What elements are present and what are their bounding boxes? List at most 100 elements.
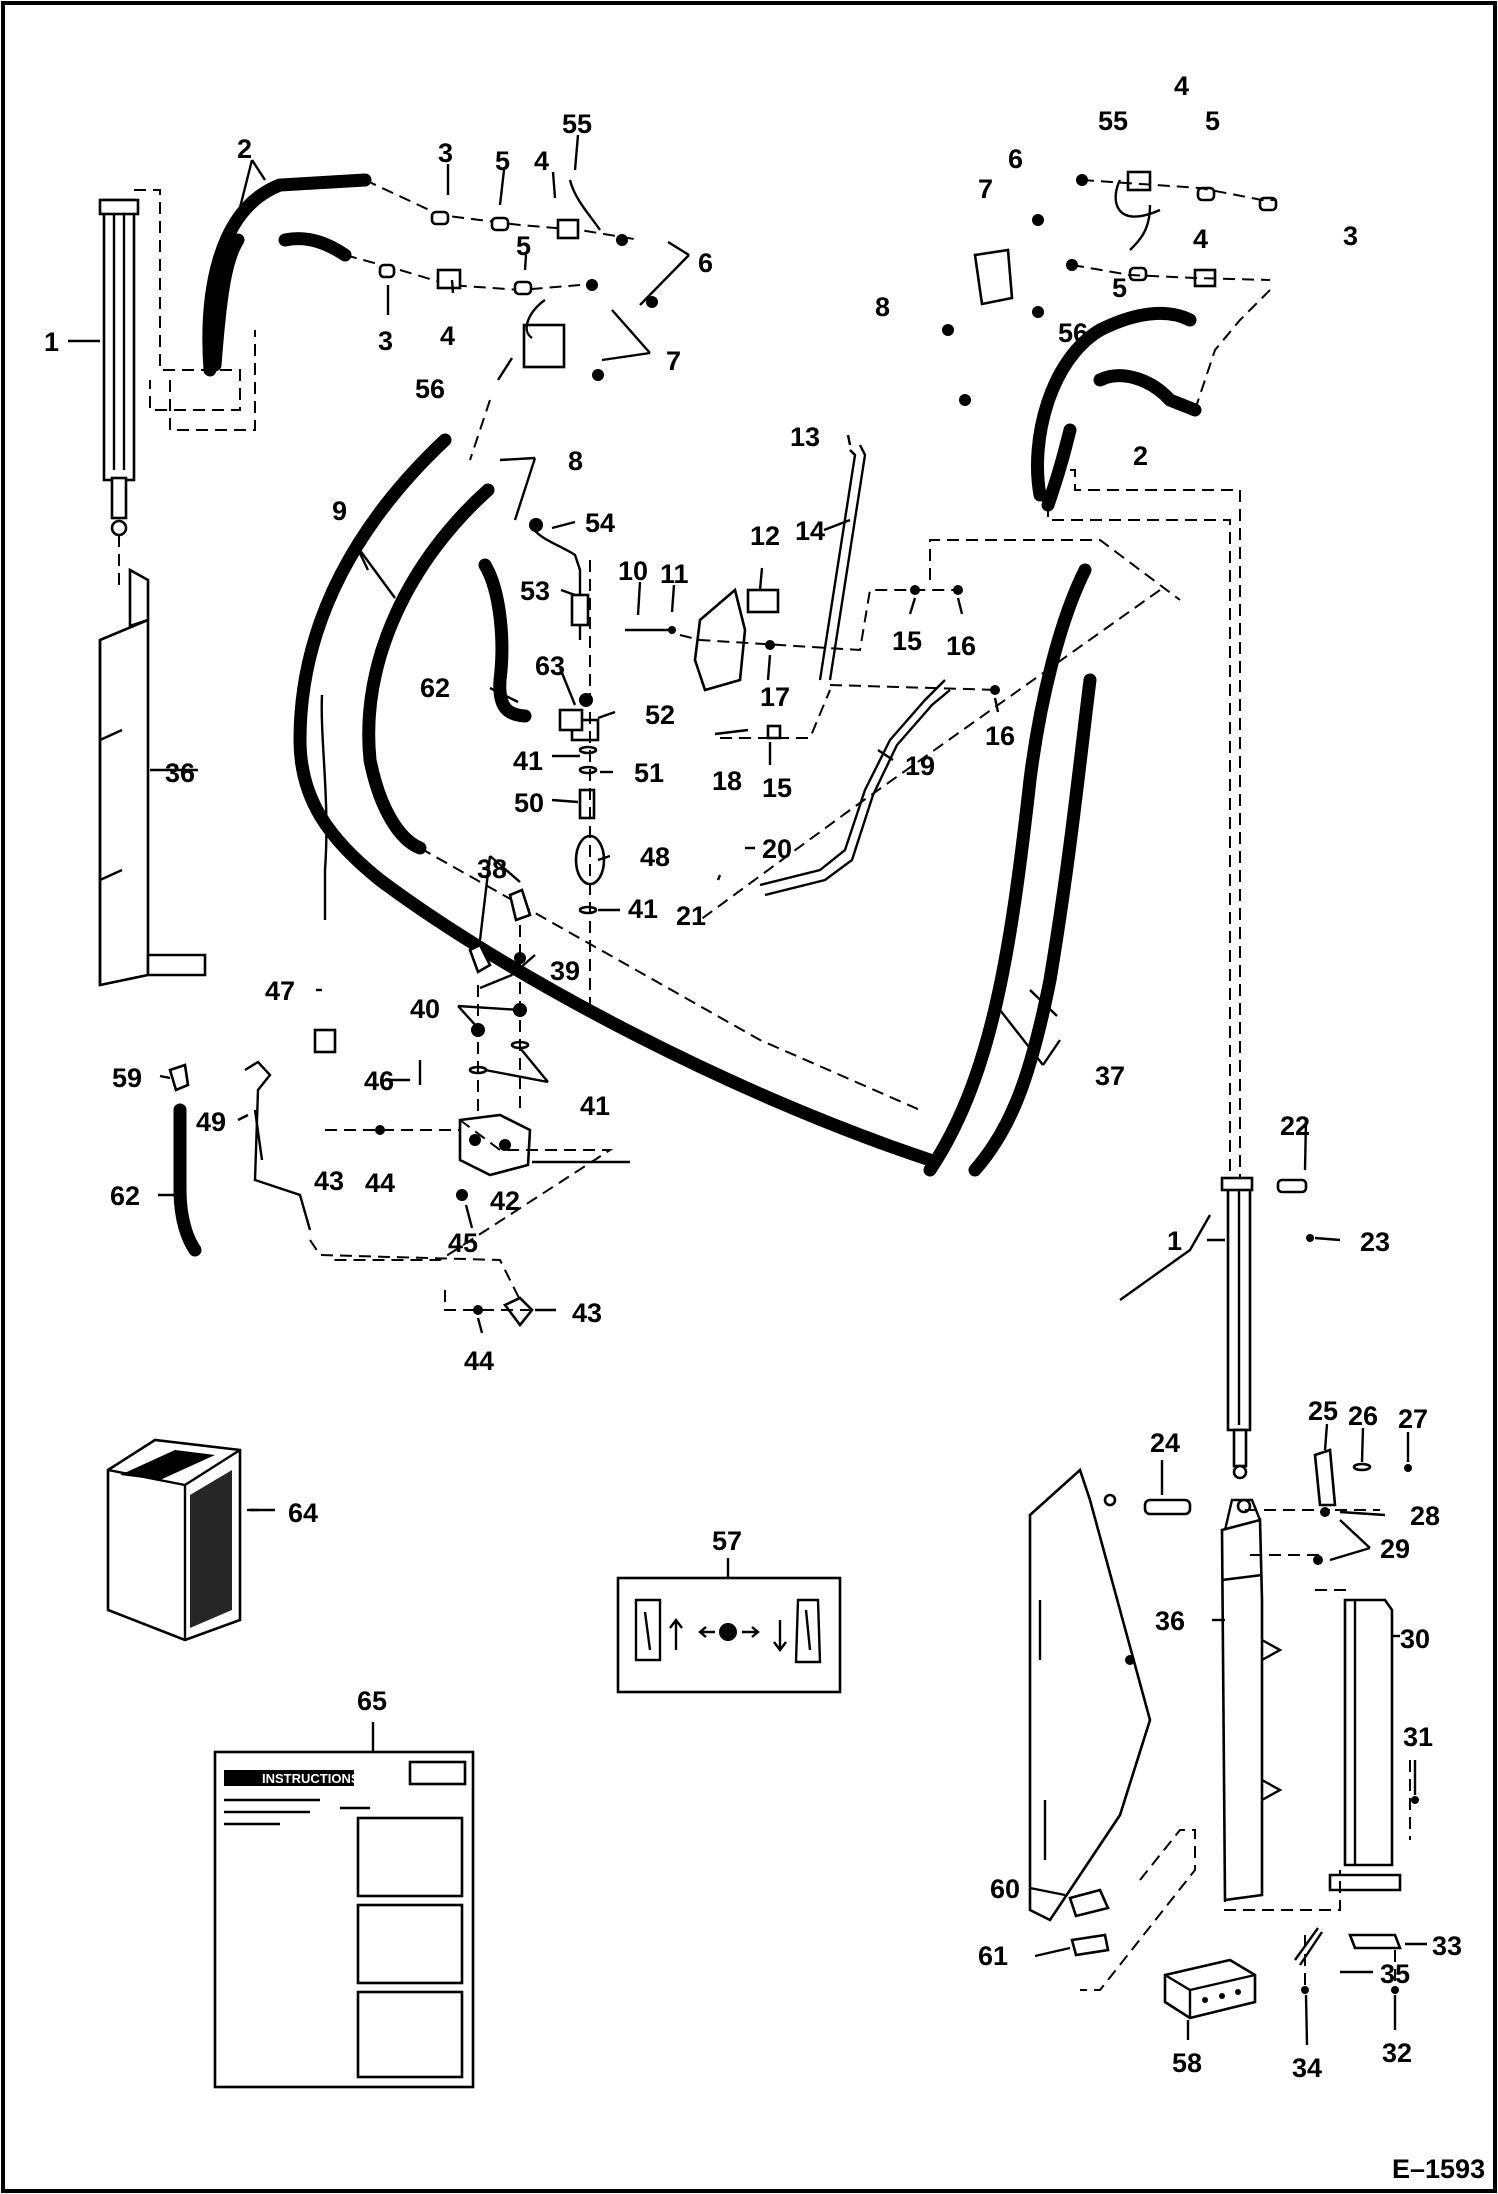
callout-58: 58 bbox=[1172, 2048, 1202, 2078]
left-hose-2a bbox=[202, 173, 372, 377]
instructions-title: INSTRUCTIONS bbox=[262, 1771, 360, 1786]
callout-7: 7 bbox=[666, 346, 681, 376]
callout-62: 62 bbox=[110, 1181, 140, 1211]
right-fittings bbox=[942, 170, 1278, 406]
callout-21: 21 bbox=[676, 901, 706, 931]
callout-30: 30 bbox=[1400, 1624, 1430, 1654]
tube-49 bbox=[244, 1060, 312, 1231]
leader-lines bbox=[68, 134, 1427, 2046]
callout-5: 5 bbox=[1112, 273, 1127, 303]
drawing-id: E–1593 bbox=[1392, 2154, 1485, 2184]
callout-36: 36 bbox=[165, 758, 195, 788]
callout-24: 24 bbox=[1150, 1428, 1180, 1458]
callout-28: 28 bbox=[1410, 1501, 1440, 1531]
callout-56: 56 bbox=[415, 374, 445, 404]
callout-16: 16 bbox=[985, 721, 1015, 751]
callout-32: 32 bbox=[1382, 2038, 1412, 2068]
callout-54: 54 bbox=[585, 508, 615, 538]
callout-43: 43 bbox=[572, 1298, 602, 1328]
callout-43: 43 bbox=[314, 1166, 344, 1196]
callout-51: 51 bbox=[634, 758, 664, 788]
decal-57[interactable] bbox=[616, 1576, 842, 1694]
valve-stack bbox=[478, 518, 606, 915]
callout-18: 18 bbox=[712, 766, 742, 796]
callout-41: 41 bbox=[580, 1091, 610, 1121]
hose-9a bbox=[293, 433, 937, 1167]
pin-24 bbox=[1143, 1498, 1192, 1516]
control-valve bbox=[313, 694, 532, 1201]
callout-63: 63 bbox=[535, 651, 565, 681]
callout-35: 35 bbox=[1380, 1959, 1410, 1989]
left-post-column bbox=[98, 567, 207, 987]
hose-62 bbox=[173, 1103, 202, 1257]
callout-44: 44 bbox=[365, 1168, 395, 1198]
callout-8: 8 bbox=[568, 446, 583, 476]
channel-30 bbox=[1343, 1598, 1394, 1867]
right-post-column bbox=[1220, 1498, 1283, 1902]
callout-36: 36 bbox=[1155, 1606, 1185, 1636]
callout-56: 56 bbox=[1058, 318, 1088, 348]
callout-42: 42 bbox=[490, 1186, 520, 1216]
manual-64 bbox=[106, 1438, 242, 1642]
callout-31: 31 bbox=[1403, 1722, 1433, 1752]
callout-37: 37 bbox=[1095, 1061, 1125, 1091]
callout-2: 2 bbox=[237, 134, 252, 164]
callout-45: 45 bbox=[448, 1228, 478, 1258]
callout-6: 6 bbox=[1008, 144, 1023, 174]
callout-14: 14 bbox=[795, 516, 825, 546]
callout-23: 23 bbox=[1360, 1227, 1390, 1257]
callout-46: 46 bbox=[364, 1066, 394, 1096]
callout-4: 4 bbox=[440, 321, 455, 351]
left-hose-2c bbox=[278, 232, 352, 262]
callout-4: 4 bbox=[534, 146, 549, 176]
callout-39: 39 bbox=[550, 956, 580, 986]
hose-37b bbox=[968, 673, 1097, 1177]
callout-6: 6 bbox=[698, 248, 713, 278]
decal-65-instructions[interactable]: INSTRUCTIONS bbox=[213, 1750, 475, 2089]
callout-47: 47 bbox=[265, 976, 295, 1006]
callout-38: 38 bbox=[477, 854, 507, 884]
left-cylinder bbox=[98, 198, 140, 537]
hose-9b bbox=[362, 483, 495, 855]
callout-26: 26 bbox=[1348, 1401, 1378, 1431]
callout-5: 5 bbox=[495, 146, 510, 176]
callout-5: 5 bbox=[516, 231, 531, 261]
callout-9: 9 bbox=[332, 496, 347, 526]
lever-assembly bbox=[625, 444, 1000, 740]
callout-48: 48 bbox=[640, 842, 670, 872]
callout-3: 3 bbox=[438, 138, 453, 168]
callout-13: 13 bbox=[790, 422, 820, 452]
callout-3: 3 bbox=[378, 326, 393, 356]
callout-labels: 1 1 2 2 3 3 3 4 4 4 4 5 5 5 5 6 6 7 7 8 … bbox=[44, 71, 1462, 2083]
callout-1: 1 bbox=[1167, 1226, 1182, 1256]
callout-16: 16 bbox=[946, 631, 976, 661]
callout-61: 61 bbox=[978, 1941, 1008, 1971]
callout-4: 4 bbox=[1174, 71, 1189, 101]
callout-22: 22 bbox=[1280, 1111, 1310, 1141]
right-hose-2c bbox=[1041, 423, 1077, 512]
callout-17: 17 bbox=[760, 682, 790, 712]
tube-19 bbox=[759, 679, 946, 887]
left-hose-2b bbox=[208, 233, 245, 372]
side-plate bbox=[1028, 1467, 1152, 1922]
callout-64: 64 bbox=[288, 1498, 318, 1528]
callout-55: 55 bbox=[1098, 106, 1128, 136]
pad-60 bbox=[1068, 1888, 1110, 1918]
callout-12: 12 bbox=[750, 521, 780, 551]
callout-29: 29 bbox=[1380, 1534, 1410, 1564]
callout-57: 57 bbox=[712, 1526, 742, 1556]
callout-10: 10 bbox=[618, 556, 648, 586]
right-hose-2b bbox=[1093, 369, 1202, 417]
callout-8: 8 bbox=[875, 292, 890, 322]
hose-37a bbox=[923, 563, 1092, 1177]
callout-55: 55 bbox=[562, 109, 592, 139]
callout-34: 34 bbox=[1292, 2053, 1322, 2083]
callout-11: 11 bbox=[660, 559, 689, 589]
callout-5: 5 bbox=[1205, 106, 1220, 136]
callout-3: 3 bbox=[1343, 221, 1358, 251]
callout-20: 20 bbox=[762, 834, 792, 864]
callout-50: 50 bbox=[514, 788, 544, 818]
callout-2: 2 bbox=[1133, 441, 1148, 471]
